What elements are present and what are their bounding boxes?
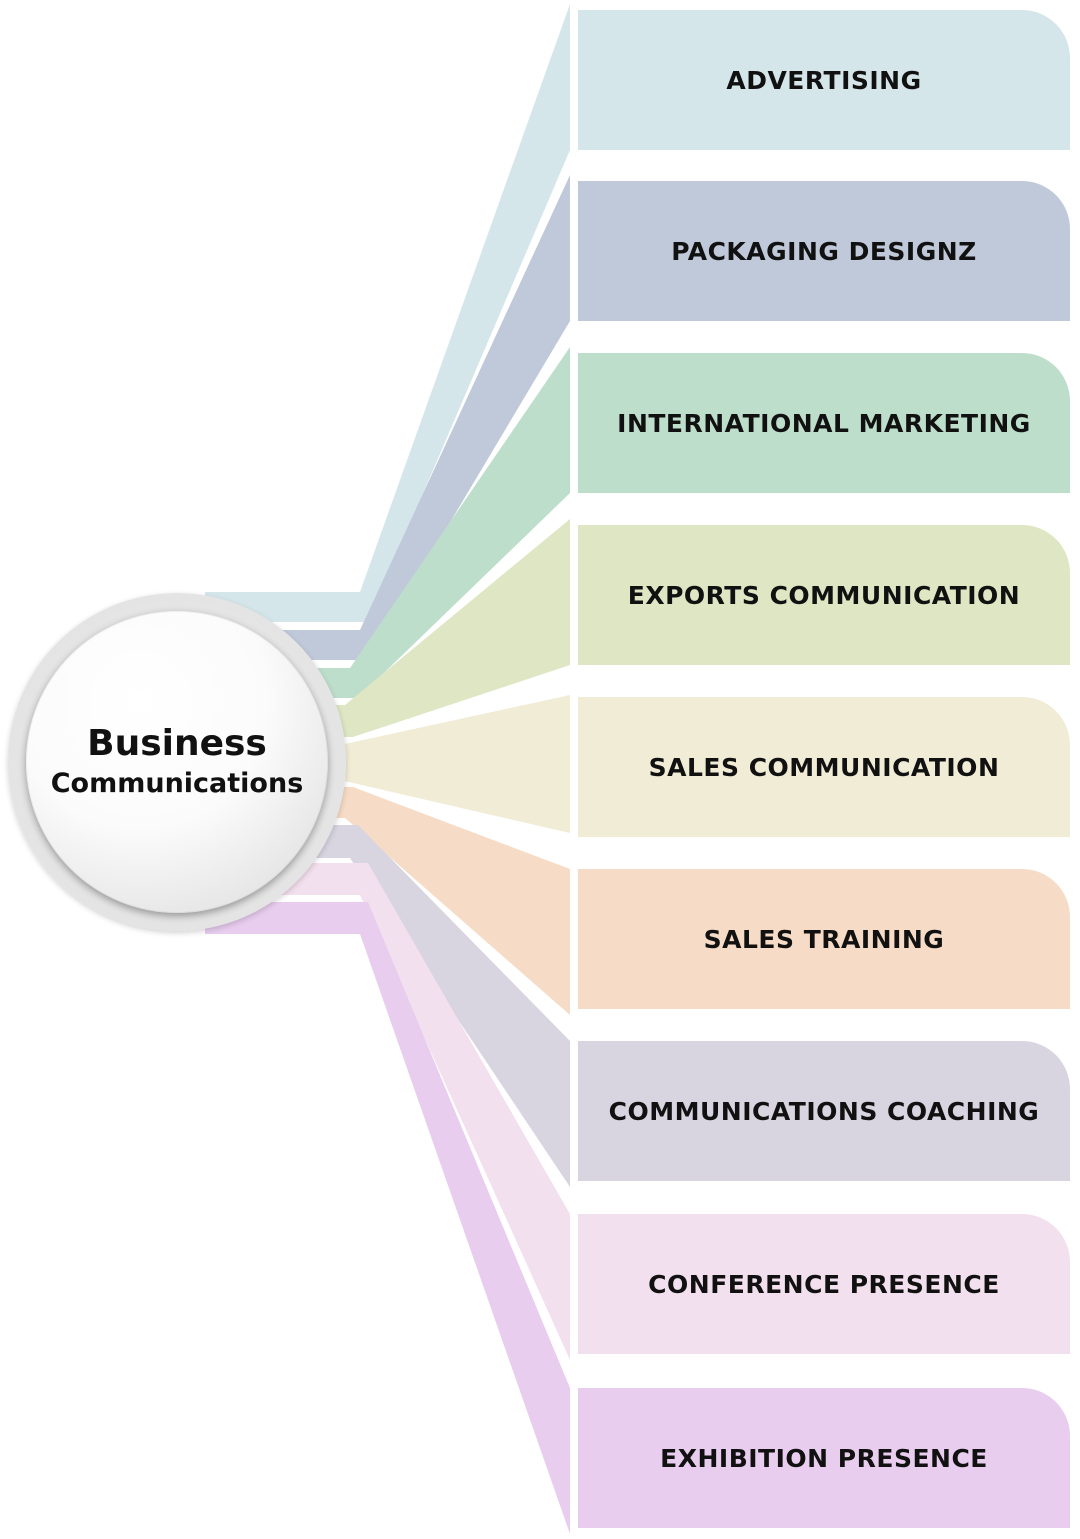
center-hub: Business Communications [8, 593, 346, 931]
center-hub-face: Business Communications [26, 611, 328, 913]
branch-label: COMMUNICATIONS COACHING [608, 1096, 1040, 1126]
center-title: Business [87, 723, 267, 764]
branch-box-international-marketing: INTERNATIONAL MARKETING [578, 353, 1070, 493]
connector-sales-communication [205, 695, 570, 833]
branch-label: SALES TRAINING [703, 924, 945, 954]
branch-box-advertising: ADVERTISING [578, 10, 1070, 150]
center-subtitle: Communications [50, 768, 304, 799]
branch-label: ADVERTISING [726, 65, 922, 95]
connector-exhibition-presence [205, 902, 570, 1534]
branch-box-exhibition-presence: EXHIBITION PRESENCE [578, 1388, 1070, 1528]
branch-box-sales-training: SALES TRAINING [578, 869, 1070, 1009]
branch-label: EXPORTS COMMUNICATION [627, 580, 1021, 610]
connector-conference-presence [205, 863, 570, 1360]
branch-label: EXHIBITION PRESENCE [660, 1443, 988, 1473]
branch-box-exports-communication: EXPORTS COMMUNICATION [578, 525, 1070, 665]
branch-label: INTERNATIONAL MARKETING [617, 408, 1031, 438]
branch-box-communications-coaching: COMMUNICATIONS COACHING [578, 1041, 1070, 1181]
branch-box-sales-communication: SALES COMMUNICATION [578, 697, 1070, 837]
connector-international-marketing [205, 347, 570, 698]
branch-label: PACKAGING DESIGNZ [671, 236, 977, 266]
branch-box-conference-presence: CONFERENCE PRESENCE [578, 1214, 1070, 1354]
branch-label: CONFERENCE PRESENCE [648, 1269, 1000, 1299]
branch-label: SALES COMMUNICATION [648, 752, 1000, 782]
connector-sales-training [205, 787, 570, 1015]
connector-packaging-designz [205, 175, 570, 660]
branch-box-packaging-designz: PACKAGING DESIGNZ [578, 181, 1070, 321]
connector-advertising [205, 4, 570, 622]
connector-exports-communication [205, 519, 570, 737]
